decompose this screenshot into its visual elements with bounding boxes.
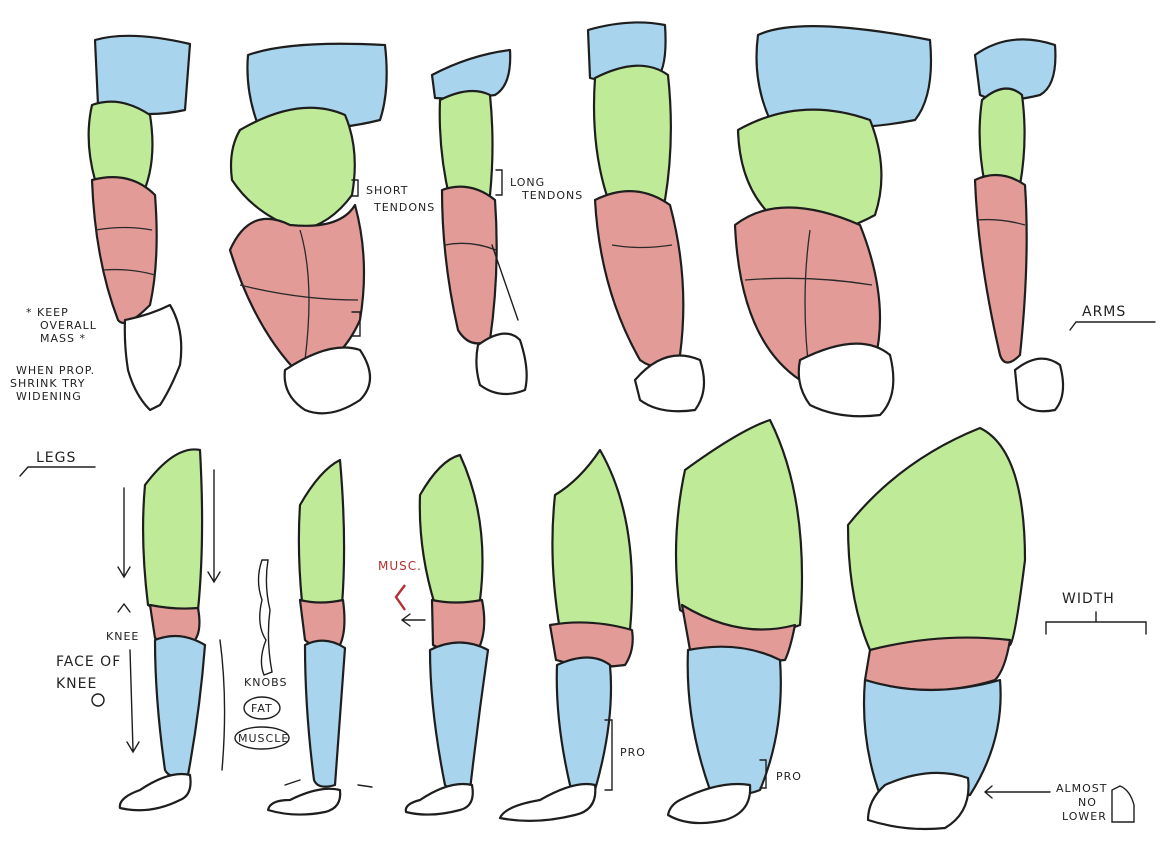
width-bracket bbox=[1045, 611, 1147, 635]
leg-1 bbox=[117, 448, 226, 812]
musc-label: MUSC. bbox=[378, 559, 422, 573]
arm-6 bbox=[973, 38, 1065, 413]
arm-5 bbox=[733, 25, 933, 418]
leg-6 bbox=[846, 426, 1051, 831]
legs-title-underline bbox=[19, 466, 96, 477]
pro-label-2: PRO bbox=[776, 770, 802, 783]
face-of-knee-marker bbox=[91, 693, 105, 707]
note-shrink-line-1: WHEN PROP. bbox=[16, 364, 95, 377]
leg-4 bbox=[498, 448, 634, 822]
leg-5 bbox=[666, 418, 804, 825]
pro-label-1: PRO bbox=[620, 746, 646, 759]
short-tendons-line-1: SHORT bbox=[366, 184, 408, 197]
note-shrink-line-3: WIDENING bbox=[16, 390, 82, 403]
arm-4 bbox=[586, 21, 706, 413]
arm-2 bbox=[228, 42, 388, 415]
long-tendons-line-1: LONG bbox=[510, 176, 545, 189]
leg-3 bbox=[394, 453, 490, 816]
fat-label: FAT bbox=[251, 702, 273, 715]
arm-1 bbox=[87, 34, 192, 412]
long-tendons-line-2: TENDONS bbox=[521, 189, 583, 202]
knobs-sketch bbox=[234, 559, 290, 750]
note-keep-line-2: OVERALL bbox=[40, 319, 97, 332]
note-keep-line-3: MASS * bbox=[40, 332, 86, 345]
note-shrink-line-2: SHRINK TRY bbox=[10, 377, 85, 390]
lower-leg-icon bbox=[1111, 785, 1135, 823]
arm-3 bbox=[430, 48, 528, 396]
almost-line-3: LOWER bbox=[1062, 810, 1107, 823]
leg-2 bbox=[266, 458, 373, 816]
almost-line-2: NO bbox=[1078, 796, 1097, 809]
muscle-label: MUSCLE bbox=[238, 732, 289, 745]
note-keep-line-1: * KEEP bbox=[26, 306, 69, 319]
face-of-knee-line-1: FACE OF bbox=[56, 654, 121, 670]
arms-title-underline bbox=[1069, 321, 1156, 331]
face-of-knee-line-2: KNEE bbox=[56, 676, 97, 692]
arms-title: ARMS bbox=[1082, 304, 1126, 320]
knee-arrow bbox=[117, 602, 131, 613]
musc-marker bbox=[394, 584, 406, 611]
knobs-label: KNOBS bbox=[244, 676, 287, 689]
almost-line-1: ALMOST bbox=[1056, 782, 1108, 795]
width-label: WIDTH bbox=[1062, 591, 1115, 607]
knee-label: KNEE bbox=[106, 630, 139, 643]
legs-title: LEGS bbox=[36, 450, 76, 466]
short-tendons-line-2: TENDONS bbox=[373, 201, 435, 214]
